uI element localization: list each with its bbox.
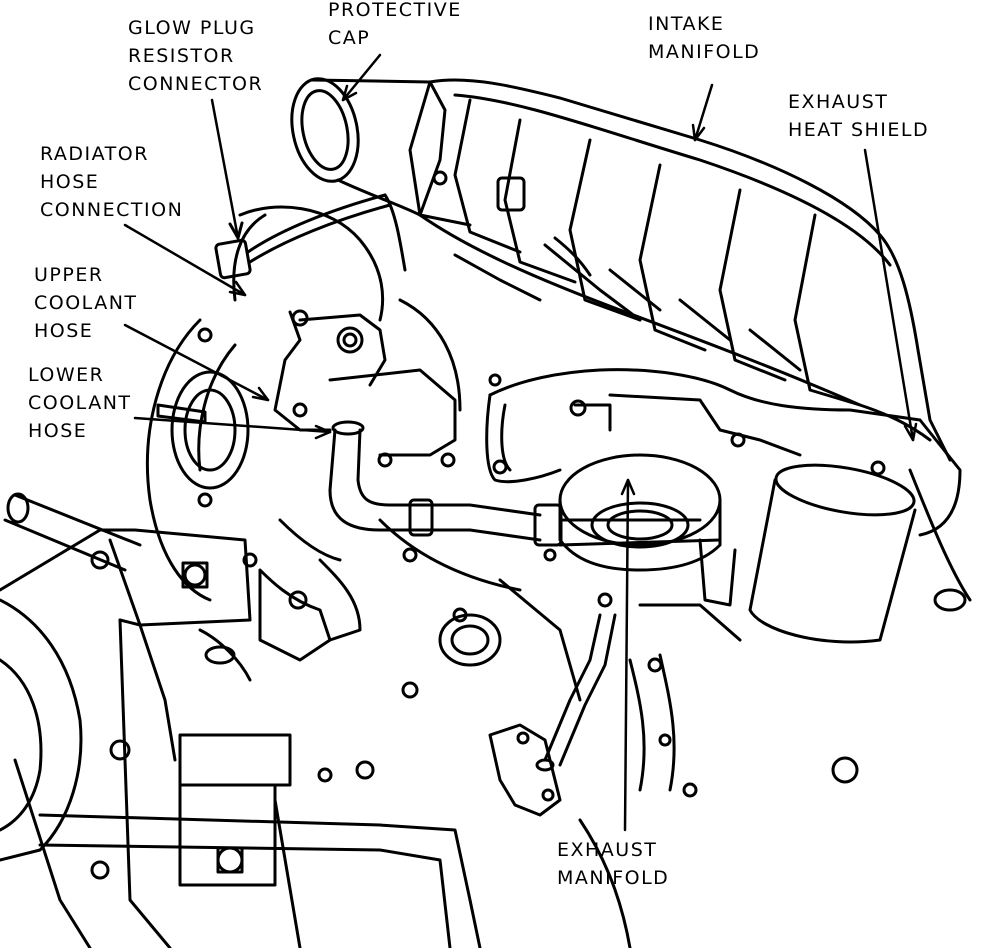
upper-coolant-hose-label: UPPER COOLANT HOSE bbox=[34, 261, 138, 345]
label-line: EXHAUST bbox=[788, 91, 889, 113]
label-line: PROTECTIVE bbox=[328, 0, 462, 21]
exhaust-manifold bbox=[488, 592, 698, 817]
glow-plug-resistor-connector bbox=[214, 193, 407, 280]
turbo-housing bbox=[558, 453, 737, 607]
glow-plug-resistor-connector-label: GLOW PLUG RESISTOR CONNECTOR bbox=[128, 14, 263, 98]
label-line: INTAKE bbox=[648, 13, 725, 35]
intake-manifold bbox=[408, 78, 952, 462]
label-line: HEAT SHIELD bbox=[788, 119, 930, 141]
label-line: EXHAUST bbox=[557, 839, 658, 861]
leader-lines bbox=[123, 53, 918, 832]
front-housing bbox=[146, 318, 258, 602]
label-line: LOWER bbox=[28, 364, 105, 386]
oil-filter bbox=[748, 463, 972, 644]
protective-cap-label: PROTECTIVE CAP bbox=[328, 0, 462, 52]
label-line: RESISTOR bbox=[128, 45, 235, 67]
label-line: HOSE bbox=[28, 420, 88, 442]
exhaust-heat-shield-label: EXHAUST HEAT SHIELD bbox=[788, 88, 929, 144]
label-line: UPPER bbox=[34, 264, 104, 286]
radiator-hose-connection-label: RADIATOR HOSE CONNECTION bbox=[40, 140, 183, 224]
label-line: MANIFOLD bbox=[557, 867, 670, 889]
exhaust-heat-shield bbox=[485, 368, 962, 537]
label-line: CONNECTOR bbox=[128, 73, 264, 95]
label-line: RADIATOR bbox=[40, 143, 149, 165]
label-line: MANIFOLD bbox=[648, 41, 761, 63]
label-line: COOLANT bbox=[28, 392, 132, 414]
label-line: GLOW PLUG bbox=[128, 17, 256, 39]
lower-coolant-hose-label: LOWER COOLANT HOSE bbox=[28, 361, 132, 445]
protective-cap bbox=[290, 77, 447, 217]
label-line: HOSE bbox=[34, 320, 94, 342]
label-line: COOLANT bbox=[34, 292, 138, 314]
label-line: CAP bbox=[328, 27, 371, 49]
engine-block bbox=[0, 492, 859, 948]
thermostat-housing bbox=[232, 205, 462, 468]
label-line: HOSE bbox=[40, 171, 100, 193]
exhaust-manifold-label: EXHAUST MANIFOLD bbox=[557, 836, 669, 892]
coolant-hoses bbox=[156, 403, 722, 563]
intake-manifold-label: INTAKE MANIFOLD bbox=[648, 10, 760, 66]
label-line: CONNECTION bbox=[40, 199, 184, 221]
